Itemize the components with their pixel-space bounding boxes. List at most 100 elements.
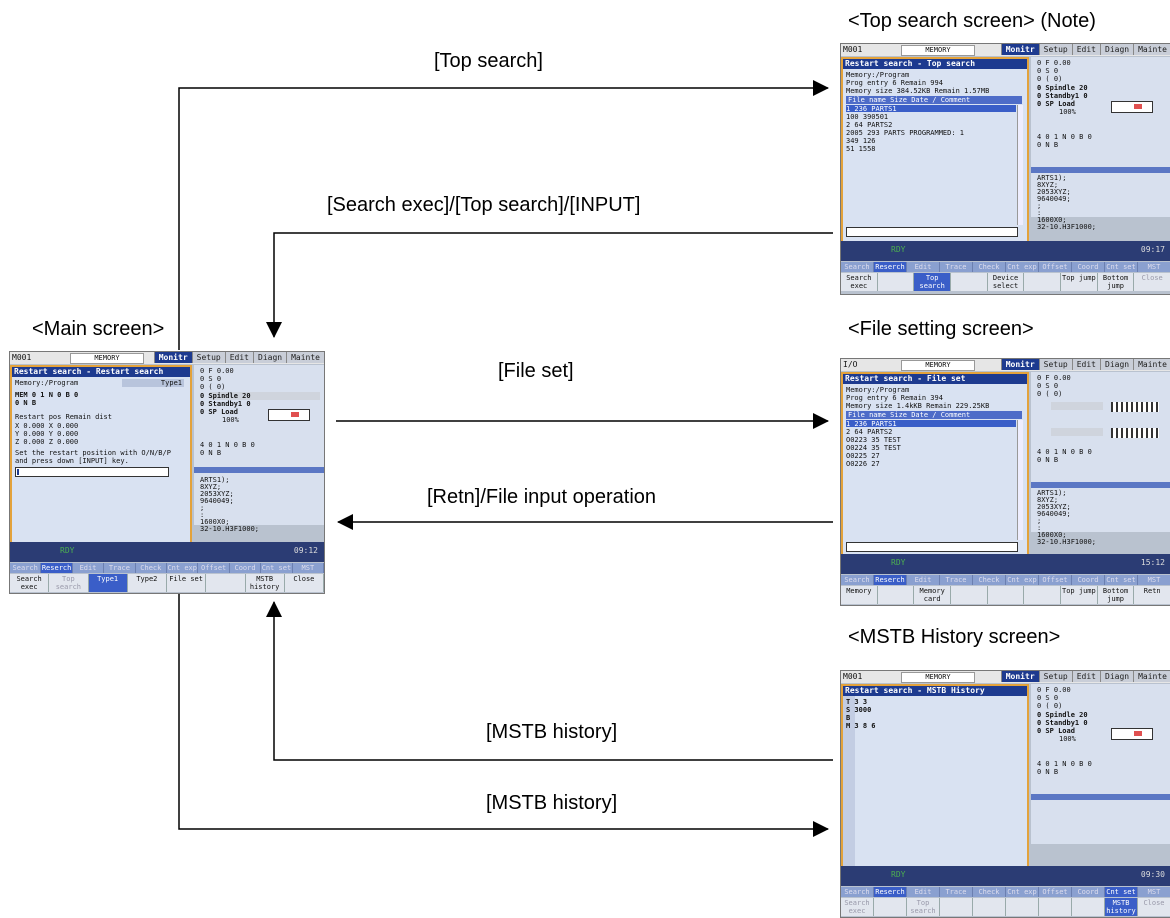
file-input[interactable]: [846, 542, 1018, 552]
menu-search[interactable]: Search: [841, 575, 874, 585]
tab-diagn[interactable]: Diagn: [1100, 44, 1134, 55]
file-row[interactable]: 2 64 PARTS2: [846, 121, 893, 129]
menu-check[interactable]: Check: [136, 563, 168, 573]
tab-mainte[interactable]: Mainte: [1133, 359, 1170, 370]
blank-key[interactable]: [940, 898, 973, 916]
tab-diagn[interactable]: Diagn: [1100, 359, 1134, 370]
file-row[interactable]: O0225 27: [846, 452, 880, 460]
menu-trace[interactable]: Trace: [940, 262, 973, 272]
close-button[interactable]: Close: [1138, 898, 1170, 916]
menu-search[interactable]: Search: [841, 262, 874, 272]
menu-mst[interactable]: MST: [1138, 887, 1170, 897]
top-search-button[interactable]: Top search: [907, 898, 940, 916]
menu-reserch[interactable]: Reserch: [874, 575, 907, 585]
menu-trace[interactable]: Trace: [104, 563, 136, 573]
close-button[interactable]: Close: [1134, 273, 1170, 291]
tab-mainte[interactable]: Mainte: [286, 352, 324, 363]
search-exec-button[interactable]: Search exec: [841, 898, 874, 916]
menu-cnt-exp[interactable]: Cnt exp: [1006, 262, 1039, 272]
close-button[interactable]: Close: [285, 574, 324, 592]
menu-offset[interactable]: Offset: [1039, 262, 1072, 272]
menu-check[interactable]: Check: [973, 887, 1006, 897]
menu-edit[interactable]: Edit: [73, 563, 105, 573]
scrollbar[interactable]: [1017, 420, 1023, 540]
menu-reserch[interactable]: Reserch: [874, 887, 907, 897]
blank-key[interactable]: [878, 586, 915, 604]
menu-offset[interactable]: Offset: [1039, 887, 1072, 897]
file-row[interactable]: 2005 293 PARTS PROGRAMMED: 1: [846, 129, 965, 137]
memory-button[interactable]: Memory: [841, 586, 878, 604]
tab-edit[interactable]: Edit: [1071, 359, 1100, 370]
menu-edit[interactable]: Edit: [907, 262, 940, 272]
menu-search[interactable]: Search: [841, 887, 874, 897]
type1-button[interactable]: Type1: [88, 574, 128, 592]
file-row[interactable]: O0223 35 TEST: [846, 436, 901, 444]
menu-cnt-set[interactable]: Cnt set: [1105, 887, 1138, 897]
restart-input[interactable]: [15, 467, 169, 477]
file-row[interactable]: 100 390501: [846, 113, 889, 121]
mstb-history-button[interactable]: MSTB history: [1105, 898, 1138, 916]
menu-offset[interactable]: Offset: [1039, 575, 1072, 585]
tab-edit[interactable]: Edit: [1071, 44, 1100, 55]
device-select-button[interactable]: Device select: [988, 273, 1025, 291]
file-row[interactable]: 1 236 PARTS1: [846, 420, 897, 428]
menu-cnt-exp[interactable]: Cnt exp: [1006, 575, 1039, 585]
blank-key[interactable]: [1039, 898, 1072, 916]
tab-setup[interactable]: Setup: [1038, 671, 1072, 682]
menu-edit[interactable]: Edit: [907, 887, 940, 897]
blank-key[interactable]: [878, 273, 915, 291]
file-row[interactable]: 349 126: [846, 137, 876, 145]
search-exec-button[interactable]: Search exec: [10, 574, 50, 592]
blank-key[interactable]: [1024, 586, 1062, 604]
tab-diagn[interactable]: Diagn: [1100, 671, 1134, 682]
menu-coord[interactable]: Coord: [1072, 575, 1105, 585]
menu-trace[interactable]: Trace: [940, 887, 973, 897]
blank-key[interactable]: [206, 574, 246, 592]
blank-key[interactable]: [874, 898, 907, 916]
mstb-history-button[interactable]: MSTB history: [246, 574, 285, 592]
menu-cnt-exp[interactable]: Cnt exp: [167, 563, 199, 573]
file-row[interactable]: O0226 27: [846, 460, 880, 468]
tab-monitr[interactable]: Monitr: [1000, 359, 1039, 370]
top-jump-button[interactable]: Top jump: [1061, 586, 1098, 604]
menu-offset[interactable]: Offset: [198, 563, 230, 573]
menu-reserch[interactable]: Reserch: [41, 563, 73, 573]
blank-key[interactable]: [1006, 898, 1039, 916]
tab-diagn[interactable]: Diagn: [253, 352, 287, 363]
blank-key[interactable]: [951, 586, 988, 604]
blank-key[interactable]: [973, 898, 1006, 916]
menu-mst[interactable]: MST: [293, 563, 324, 573]
tab-edit[interactable]: Edit: [1071, 671, 1100, 682]
tab-mainte[interactable]: Mainte: [1133, 44, 1170, 55]
tab-monitr[interactable]: Monitr: [1000, 44, 1039, 55]
file-row[interactable]: 2 64 PARTS2: [846, 428, 893, 436]
blank-key[interactable]: [951, 273, 988, 291]
search-input[interactable]: [846, 227, 1018, 237]
menu-coord[interactable]: Coord: [1072, 887, 1105, 897]
tab-setup[interactable]: Setup: [1038, 359, 1072, 370]
menu-trace[interactable]: Trace: [940, 575, 973, 585]
type2-button[interactable]: Type2: [128, 574, 167, 592]
top-search-button[interactable]: Top search: [49, 574, 89, 592]
menu-search[interactable]: Search: [10, 563, 42, 573]
memory-card-button[interactable]: Memory card: [914, 586, 952, 604]
bottom-jump-button[interactable]: Bottom jump: [1098, 586, 1135, 604]
menu-edit[interactable]: Edit: [907, 575, 940, 585]
retn-button[interactable]: Retn: [1134, 586, 1170, 604]
tab-setup[interactable]: Setup: [191, 352, 225, 363]
menu-coord[interactable]: Coord: [230, 563, 262, 573]
blank-key[interactable]: [1072, 898, 1105, 916]
tab-setup[interactable]: Setup: [1038, 44, 1072, 55]
file-row[interactable]: 1 236 PARTS1: [846, 105, 897, 113]
tab-monitr[interactable]: Monitr: [153, 352, 192, 363]
top-search-button[interactable]: Top search: [914, 273, 952, 291]
menu-cnt-set[interactable]: Cnt set: [1105, 262, 1138, 272]
bottom-jump-button[interactable]: Bottom jump: [1098, 273, 1135, 291]
menu-mst[interactable]: MST: [1138, 262, 1170, 272]
menu-reserch[interactable]: Reserch: [874, 262, 907, 272]
menu-cnt-set[interactable]: Cnt set: [261, 563, 293, 573]
tab-mainte[interactable]: Mainte: [1133, 671, 1170, 682]
blank-key[interactable]: [988, 586, 1025, 604]
file-set-button[interactable]: File set: [167, 574, 207, 592]
search-exec-button[interactable]: Search exec: [841, 273, 878, 291]
